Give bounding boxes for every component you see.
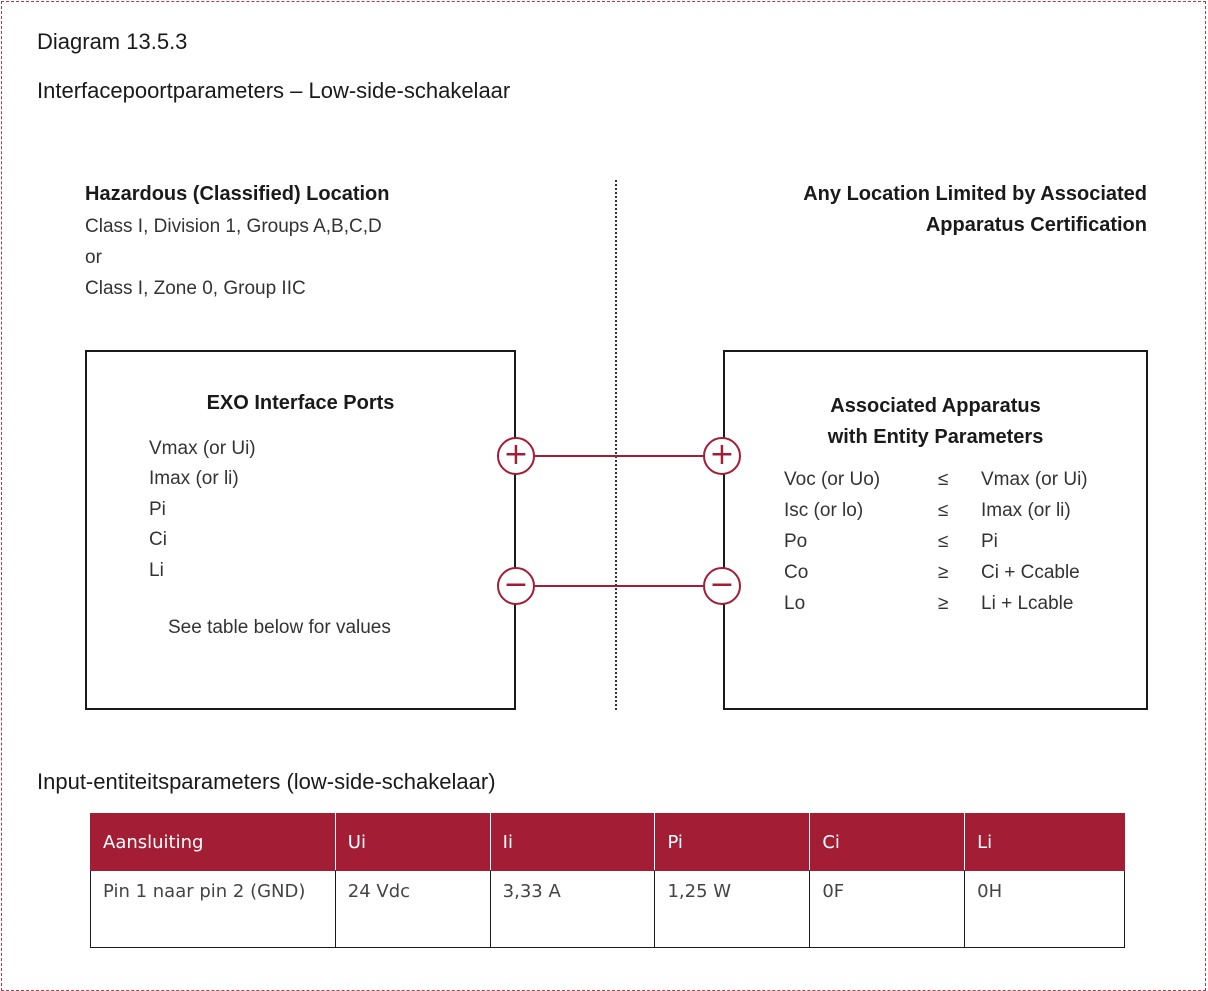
table-cell: 24 Vdc [334, 870, 491, 948]
hazardous-location-title: Hazardous (Classified) Location [85, 183, 390, 205]
table-header-cell: Pi [654, 813, 811, 871]
entity-row-operator: ≥ [938, 562, 949, 583]
diagram-number: Diagram 13.5.3 [37, 29, 188, 54]
entity-row-right: Li + Lcable [981, 593, 1074, 614]
table-cell: 3,33 A [489, 870, 656, 948]
table-cell: 0H [964, 870, 1125, 948]
table-header-row: Aansluiting Ui Ii Pi Ci Li [90, 813, 1125, 871]
table-row: Pin 1 naar pin 2 (GND) 24 Vdc 3,33 A 1,2… [90, 870, 1125, 948]
safe-location-title-line2: Apparatus Certification [925, 214, 1147, 236]
entity-row-right: Pi [981, 531, 998, 552]
entity-row-right: Imax (or li) [981, 500, 1071, 521]
entity-row-operator: ≤ [938, 531, 949, 552]
hazardous-or: or [85, 247, 102, 268]
exo-plus-terminal-icon: + [497, 437, 535, 475]
zone-divider [615, 180, 617, 710]
exo-param: Imax (or li) [149, 468, 239, 489]
apparatus-minus-terminal-icon: − [703, 567, 741, 605]
exo-param: Vmax (or Ui) [149, 438, 256, 459]
table-header-cell: Ci [809, 813, 966, 871]
positive-wire [535, 455, 703, 457]
table-cell: 0F [809, 870, 966, 948]
apparatus-plus-terminal-icon: + [703, 437, 741, 475]
associated-apparatus-box: Associated Apparatus with Entity Paramet… [723, 350, 1148, 710]
exo-interface-box: EXO Interface Ports Vmax (or Ui) Imax (o… [85, 350, 516, 710]
table-header-cell: Aansluiting [90, 813, 336, 871]
exo-minus-terminal-icon: − [497, 567, 535, 605]
entity-row-left: Voc (or Uo) [784, 469, 881, 490]
table-cell: 1,25 W [654, 870, 811, 948]
table-header-cell: Li [964, 813, 1125, 871]
exo-box-title: EXO Interface Ports [206, 392, 395, 414]
associated-box-title-line1: Associated Apparatus [830, 395, 1041, 417]
table-header-cell: Ii [489, 813, 656, 871]
table-header-cell: Ui [334, 813, 491, 871]
section-title: Input-entiteitsparameters (low-side-scha… [37, 769, 496, 794]
associated-box-title-line2: with Entity Parameters [827, 426, 1044, 448]
page-title: Interfacepoortparameters – Low-side-scha… [37, 78, 511, 103]
exo-param: Li [149, 560, 164, 581]
negative-wire [535, 585, 703, 587]
entity-row-operator: ≥ [938, 593, 949, 614]
entity-row-left: Co [784, 562, 809, 583]
entity-row-left: Isc (or lo) [784, 500, 864, 521]
entity-row-operator: ≤ [938, 469, 949, 490]
table-cell: Pin 1 naar pin 2 (GND) [90, 870, 336, 948]
entity-row-left: Po [784, 531, 808, 552]
entity-row-left: Lo [784, 593, 806, 614]
hazardous-class-line2: Class I, Zone 0, Group IIC [85, 278, 306, 299]
exo-param: Ci [149, 529, 167, 550]
exo-param: Pi [149, 499, 166, 520]
entity-parameters-table: Aansluiting Ui Ii Pi Ci Li Pin 1 naar pi… [90, 813, 1125, 948]
entity-row-right: Vmax (or Ui) [981, 469, 1088, 490]
entity-row-right: Ci + Ccable [981, 562, 1080, 583]
safe-location-title-line1: Any Location Limited by Associated [803, 183, 1147, 205]
hazardous-class-line1: Class I, Division 1, Groups A,B,C,D [85, 216, 382, 237]
exo-box-note: See table below for values [168, 617, 391, 638]
entity-row-operator: ≤ [938, 500, 949, 521]
